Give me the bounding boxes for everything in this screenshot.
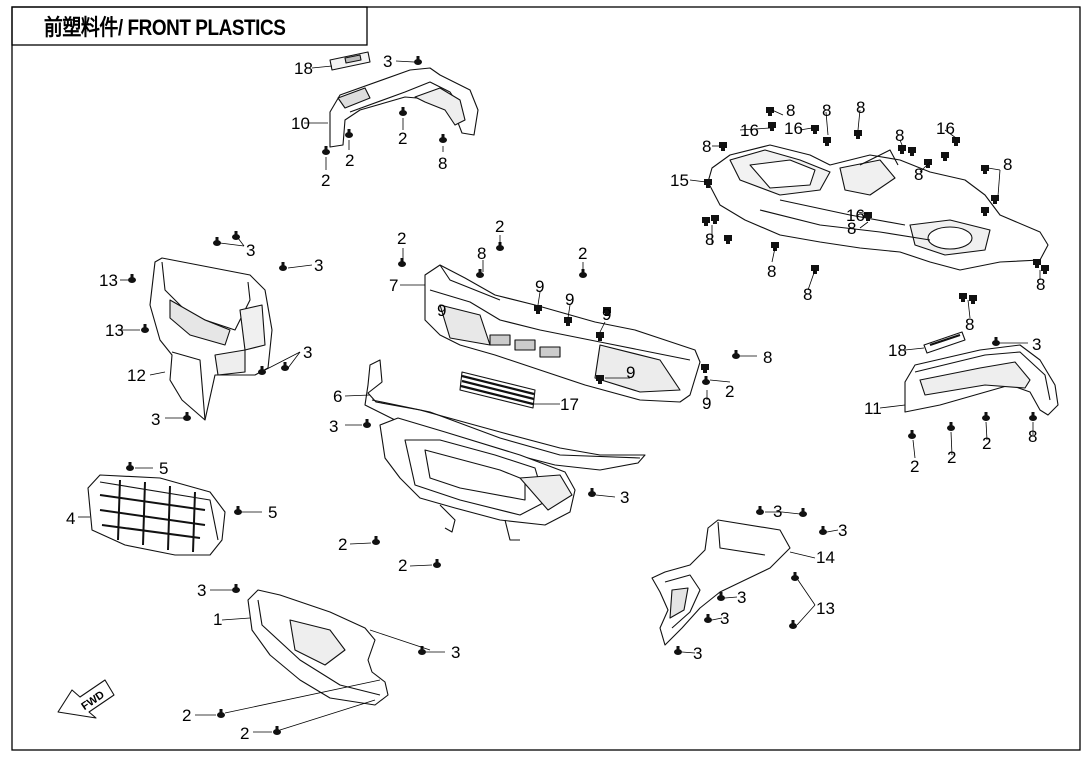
part-17-grille-mesh <box>459 371 536 409</box>
callout-3: 3 <box>383 52 392 71</box>
callout-2: 2 <box>321 171 330 190</box>
callout-3: 3 <box>329 417 338 436</box>
fwd-arrow-icon <box>57 679 115 719</box>
part-14-lower-side-guard <box>651 519 791 646</box>
callout-3: 3 <box>314 256 323 275</box>
callout-8: 8 <box>763 348 772 367</box>
callout-8: 8 <box>786 101 795 120</box>
title-box-border <box>11 6 368 46</box>
callout-2: 2 <box>338 535 347 554</box>
callout-2: 2 <box>397 229 406 248</box>
callout-16: 16 <box>846 206 865 225</box>
callout-9: 9 <box>535 277 544 296</box>
callout-8: 8 <box>767 262 776 281</box>
callout-2: 2 <box>345 151 354 170</box>
callout-2: 2 <box>982 434 991 453</box>
callout-3: 3 <box>838 521 847 540</box>
callout-8: 8 <box>914 165 923 184</box>
callout-4: 4 <box>66 509 75 528</box>
callout-3: 3 <box>773 502 782 521</box>
callout-9: 9 <box>565 290 574 309</box>
part-1-skid-plate <box>247 589 389 706</box>
callout-8: 8 <box>965 315 974 334</box>
callout-8: 8 <box>1003 155 1012 174</box>
callout-3: 3 <box>1032 335 1041 354</box>
callout-12: 12 <box>127 366 146 385</box>
callout-3: 3 <box>303 343 312 362</box>
part-12-side-panel <box>149 257 273 421</box>
callout-2: 2 <box>495 217 504 236</box>
callout-3: 3 <box>151 410 160 429</box>
callout-16: 16 <box>784 119 803 138</box>
part-4-grille <box>87 474 226 556</box>
callout-3: 3 <box>451 643 460 662</box>
part-10-front-fender-top <box>329 67 479 148</box>
callout-8: 8 <box>856 98 865 117</box>
callout-8: 8 <box>705 230 714 249</box>
part-15-body-platform <box>707 144 1049 271</box>
callout-2: 2 <box>578 244 587 263</box>
callout-8: 8 <box>847 219 856 238</box>
callout-8: 8 <box>477 244 486 263</box>
callout-3: 3 <box>620 488 629 507</box>
callout-5: 5 <box>159 459 168 478</box>
callout-8: 8 <box>438 154 447 173</box>
callout-18: 18 <box>294 59 313 78</box>
callout-7: 7 <box>389 276 398 295</box>
page-title: 前塑料件/ FRONT PLASTICS <box>43 15 286 40</box>
part-11-front-fender-right <box>904 344 1059 416</box>
callout-18: 18 <box>888 341 907 360</box>
callout-13: 13 <box>816 599 835 618</box>
callout-16: 16 <box>936 119 955 138</box>
callout-9: 9 <box>702 394 711 413</box>
callout-8: 8 <box>1028 427 1037 446</box>
callout-2: 2 <box>398 129 407 148</box>
leader-lines <box>78 60 1041 733</box>
callout-8: 8 <box>822 101 831 120</box>
callout-2: 2 <box>910 457 919 476</box>
callout-2: 2 <box>182 706 191 725</box>
callout-9: 9 <box>437 301 446 320</box>
callout-9: 9 <box>602 305 611 324</box>
callout-2: 2 <box>240 724 249 743</box>
callout-8: 8 <box>702 137 711 156</box>
callout-6: 6 <box>333 387 342 406</box>
callout-2: 2 <box>725 382 734 401</box>
callout-8: 8 <box>1036 275 1045 294</box>
callout-2: 2 <box>398 556 407 575</box>
callout-2: 2 <box>947 448 956 467</box>
callout-16: 16 <box>740 121 759 140</box>
callout-5: 5 <box>268 503 277 522</box>
part-18-emblem-right <box>923 331 966 354</box>
callout-3: 3 <box>720 609 729 628</box>
callout-13: 13 <box>99 271 118 290</box>
callout-14: 14 <box>816 548 835 567</box>
callout-11: 11 <box>864 399 882 418</box>
callout-9: 9 <box>626 363 635 382</box>
callout-15: 15 <box>670 171 689 190</box>
callout-1: 1 <box>213 610 222 629</box>
callout-10: 10 <box>291 114 310 133</box>
callout-3: 3 <box>246 241 255 260</box>
callout-3: 3 <box>197 581 206 600</box>
callout-labels: 18 3 10 2 2 2 8 3 3 13 13 3 12 3 2 2 2 8… <box>66 52 1045 743</box>
callout-17: 17 <box>560 395 579 414</box>
callout-3: 3 <box>737 588 746 607</box>
callout-8: 8 <box>895 126 904 145</box>
callout-8: 8 <box>803 285 812 304</box>
callout-13: 13 <box>105 321 124 340</box>
drawing-border <box>11 6 1081 751</box>
part-bumper-lower-frame <box>379 417 576 541</box>
part-18-emblem-top <box>329 51 371 71</box>
part-7-front-bumper-upper <box>424 264 701 403</box>
callout-3: 3 <box>693 644 702 663</box>
